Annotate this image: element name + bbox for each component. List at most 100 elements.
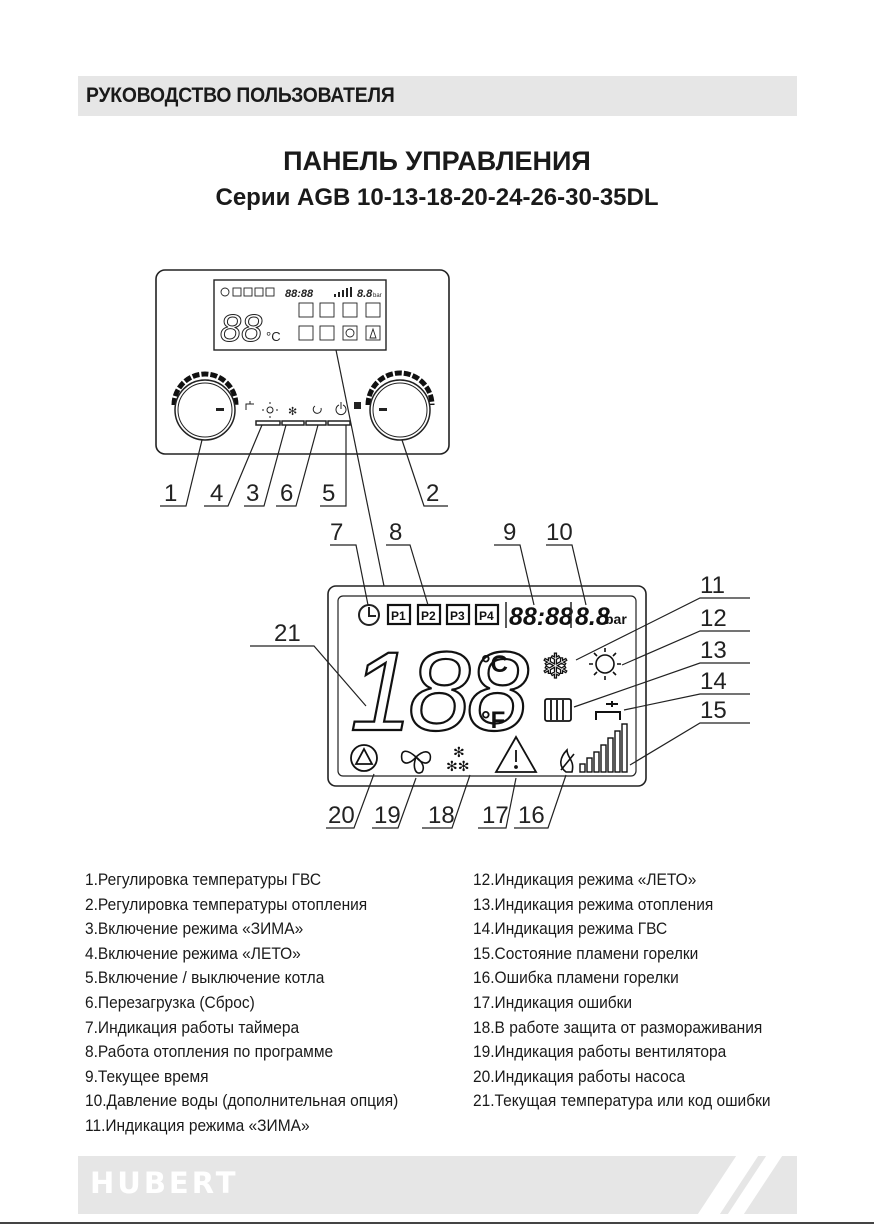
- small-lcd-temp: 88: [220, 308, 262, 350]
- winter-button[interactable]: [281, 420, 305, 426]
- bottom-callout-lines: [326, 773, 567, 829]
- footer-slash-decoration: [690, 1138, 794, 1226]
- program-badges: [386, 603, 500, 626]
- header-bar: [78, 76, 797, 116]
- section-title: РУКОВОДСТВО ПОЛЬЗОВАТЕЛЯ: [86, 84, 395, 107]
- callout-15: 15: [700, 697, 727, 724]
- reset-icon: [312, 405, 322, 414]
- legend-item: 9.Текущее время: [85, 1067, 209, 1086]
- panel-callout-lines: [160, 349, 448, 587]
- callout-21: 21: [274, 620, 301, 647]
- legend-item: 16.Ошибка пламени горелки: [473, 969, 679, 988]
- callout-7: 7: [330, 519, 343, 546]
- legend-item: 7.Индикация работы таймера: [85, 1018, 300, 1037]
- program-p1: P1: [391, 609, 406, 623]
- reset-button[interactable]: [305, 420, 327, 426]
- callout-3: 3: [246, 480, 259, 507]
- top-callout-lines: [330, 544, 587, 606]
- callout-11: 11: [700, 572, 725, 599]
- callout-14: 14: [700, 668, 727, 695]
- control-panel-figure: 88:88 8.8 bar 88 °C ✻: [155, 269, 750, 829]
- winter-snowflake-icon: ❄: [541, 648, 570, 686]
- legend-item: 10.Давление воды (дополнительная опция): [85, 1092, 399, 1111]
- summer-button[interactable]: [255, 420, 281, 426]
- callout-1: 1: [164, 480, 177, 507]
- pump-icon: [350, 744, 378, 772]
- small-lcd-mode-icons: [298, 302, 381, 341]
- summer-sun-icon: [262, 402, 278, 418]
- legend-item: 15.Состояние пламени горелки: [473, 944, 699, 963]
- legend-item: 5.Включение / выключение котла: [85, 969, 325, 988]
- callout-20: 20: [328, 802, 355, 829]
- time-digits: 88:88: [509, 603, 573, 631]
- legend-left-column: 1.Регулировка температуры ГВС 2.Регулиро…: [85, 868, 418, 1139]
- callout-10: 10: [546, 519, 573, 546]
- legend-right-column: 12.Индикация режима «ЛЕТО» 13.Индикация …: [473, 868, 790, 1114]
- callout-18: 18: [428, 802, 455, 829]
- callout-4: 4: [210, 480, 223, 507]
- pressure-digits: 8.8: [575, 603, 610, 631]
- program-p2: P2: [421, 609, 436, 623]
- summer-sun-icon-large: [589, 648, 621, 680]
- unit-celsius: °C: [481, 651, 508, 678]
- legend-item: 20.Индикация работы насоса: [473, 1067, 686, 1086]
- frost-protection-icon-2: ✻✻: [446, 758, 469, 774]
- power-button[interactable]: [327, 420, 351, 426]
- callout-12: 12: [700, 605, 727, 632]
- callout-5: 5: [322, 480, 335, 507]
- legend-item: 17.Индикация ошибки: [473, 993, 633, 1012]
- frost-protection-icon: ✻: [453, 744, 465, 760]
- program-p3: P3: [450, 609, 465, 623]
- legend-item: 14.Индикация режима ГВС: [473, 920, 668, 939]
- callout-16: 16: [518, 802, 545, 829]
- small-lcd-top-icons: [220, 287, 275, 297]
- unit-fahrenheit: °F: [481, 707, 505, 734]
- large-lcd-inner: [337, 595, 637, 777]
- fan-icon: [400, 750, 432, 774]
- panel-buttons[interactable]: [255, 420, 351, 426]
- legend-item: 12.Индикация режима «ЛЕТО»: [473, 871, 697, 889]
- legend-item: 21.Текущая температура или код ошибки: [473, 1092, 771, 1111]
- error-warning-icon: [494, 735, 538, 773]
- radiator-icon: [544, 698, 572, 722]
- legend-item: 18.В работе защита от размораживания: [473, 1018, 763, 1037]
- footer-bar: [78, 1156, 797, 1214]
- legend-item: 4.Включение режима «ЛЕТО»: [85, 944, 301, 963]
- winter-snow-icon: ✻: [288, 406, 297, 418]
- dhw-temperature-knob[interactable]: [171, 371, 239, 441]
- legend-item: 13.Индикация режима отопления: [473, 895, 714, 914]
- small-lcd-flame-bars: [334, 287, 352, 297]
- small-lcd-time: 88:88: [285, 288, 314, 300]
- heating-temperature-knob[interactable]: [354, 370, 435, 441]
- flame-level-bars: [579, 723, 628, 773]
- timer-icon: [358, 604, 380, 626]
- small-lcd-pressure: 8.8: [357, 288, 373, 300]
- callout-6: 6: [280, 480, 293, 507]
- program-p4: P4: [479, 609, 494, 623]
- callout-17: 17: [482, 802, 509, 829]
- pressure-unit: bar: [605, 611, 627, 627]
- legend-item: 6.Перезагрузка (Сброс): [85, 993, 255, 1012]
- small-lcd-unit: °C: [266, 329, 281, 344]
- page-title: ПАНЕЛЬ УПРАВЛЕНИЯ: [283, 146, 591, 176]
- legend-item: 2.Регулировка температуры отопления: [85, 895, 368, 914]
- callout-9: 9: [503, 519, 516, 546]
- small-lcd-pressure-unit: bar: [373, 293, 382, 299]
- callout-19: 19: [374, 802, 401, 829]
- power-icon: [335, 402, 347, 415]
- flame-error-icon: [560, 748, 575, 773]
- callout-13: 13: [700, 637, 727, 664]
- right-callout-lines: [573, 597, 750, 766]
- legend-item: 11.Индикация режима «ЗИМА»: [85, 1116, 310, 1135]
- legend-item: 3.Включение режима «ЗИМА»: [85, 920, 304, 939]
- temperature-digits: 188: [350, 629, 529, 754]
- legend-item: 8.Работа отопления по программе: [85, 1043, 334, 1062]
- callout-8: 8: [389, 519, 402, 546]
- tap-icon: [245, 401, 254, 410]
- callout-2: 2: [426, 480, 439, 507]
- hot-water-tap-icon: [595, 701, 621, 720]
- page-bottom-rule: [0, 1222, 874, 1224]
- page-subtitle: Серии AGB 10-13-18-20-24-26-30-35DL: [215, 184, 659, 211]
- legend-item: 1.Регулировка температуры ГВС: [85, 871, 322, 889]
- brand-logo: HUBERT: [90, 1166, 239, 1200]
